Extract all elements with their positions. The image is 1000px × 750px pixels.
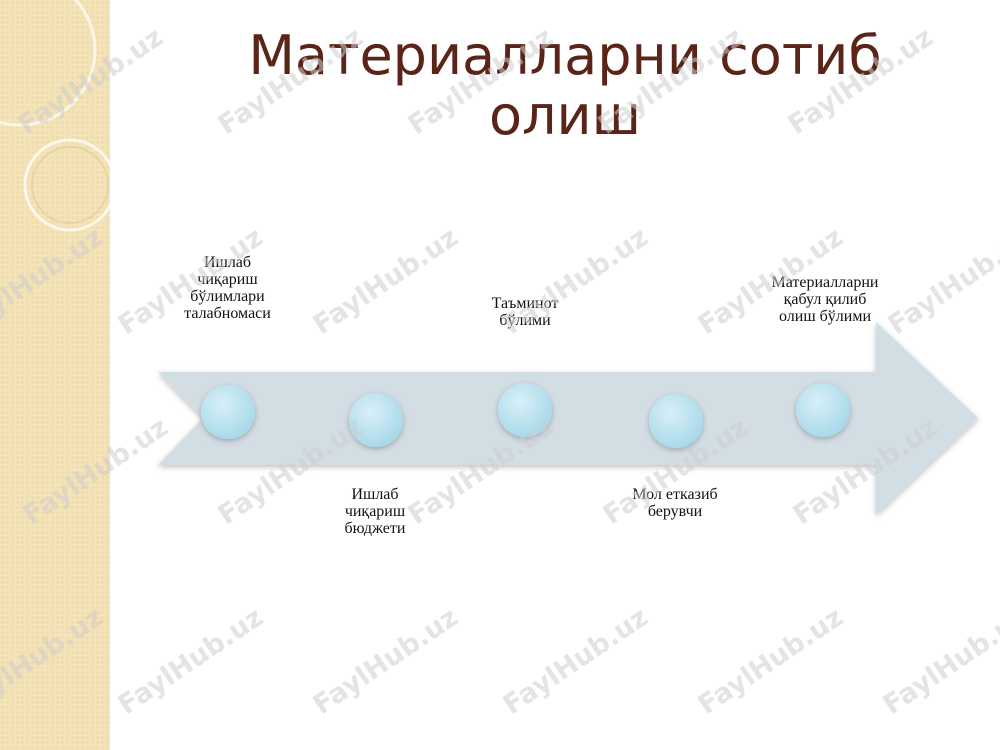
- process-node-5: [796, 383, 850, 437]
- step-label-4: Мол етказиб берувчи: [632, 486, 718, 520]
- process-node-4: [649, 394, 703, 448]
- process-node-1: [201, 385, 255, 439]
- slide-title: Материалларни сотиб олиш: [248, 24, 882, 147]
- step-label-1: Ишлаб чиқариш бўлимлари талабномаси: [184, 254, 271, 322]
- process-node-3: [498, 383, 552, 437]
- process-node-2: [349, 393, 403, 447]
- step-label-5: Материалларни қабул қилиб олиш бўлими: [771, 274, 879, 325]
- decorative-rings: [0, 0, 117, 232]
- step-label-3: Таъминот бўлими: [491, 295, 559, 329]
- process-arrow: [158, 322, 978, 515]
- step-label-2: Ишлаб чиқариш бюджети: [344, 486, 406, 537]
